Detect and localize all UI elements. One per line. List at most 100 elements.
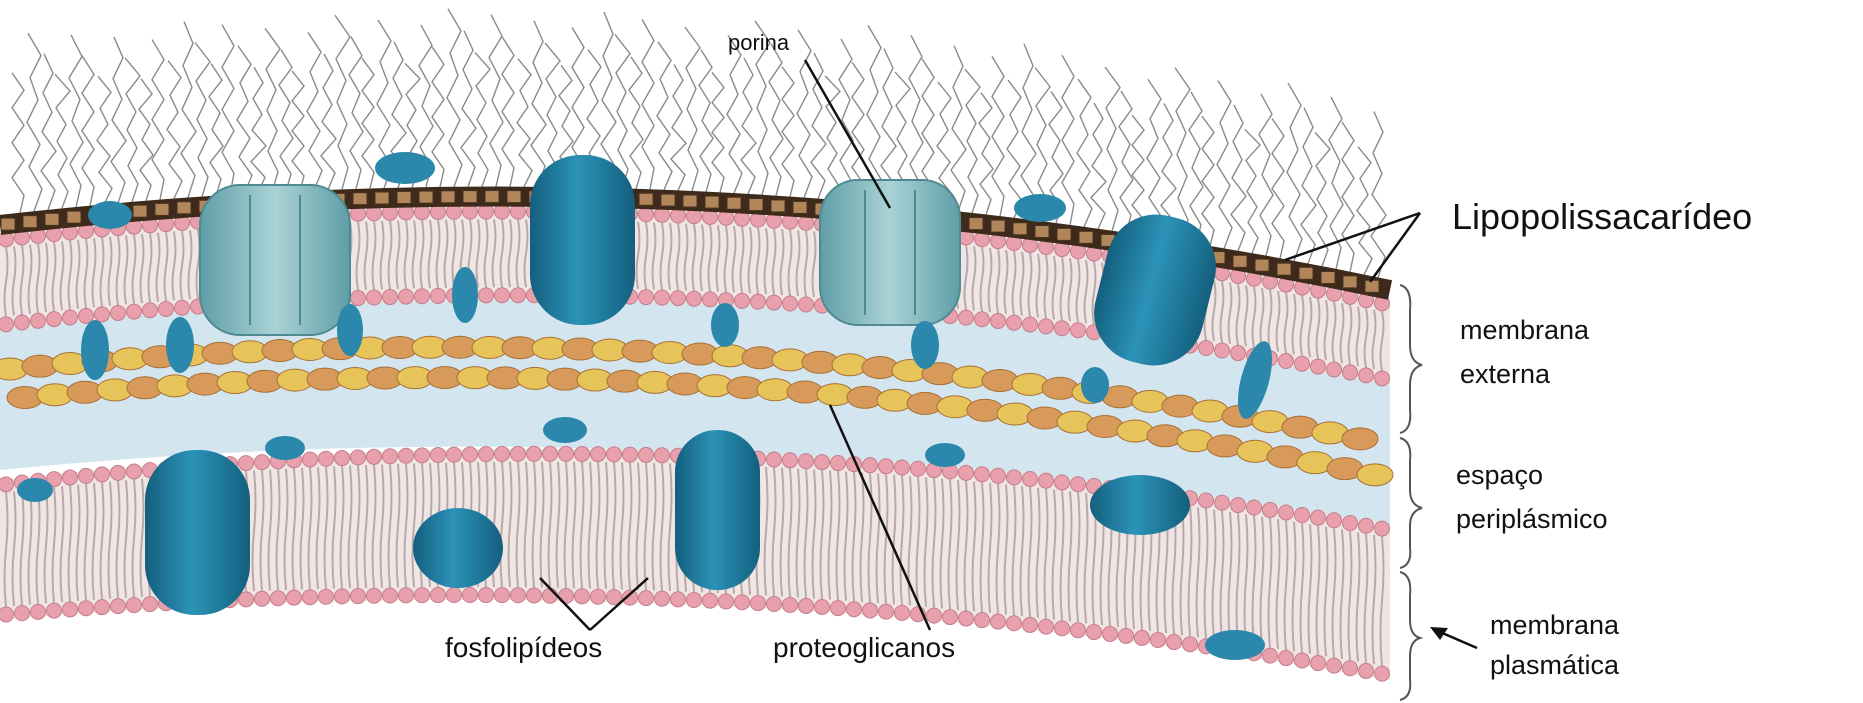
o-antigen-chain xyxy=(321,54,336,190)
phospholipid-head xyxy=(1103,626,1118,641)
o-antigen-chain xyxy=(12,73,24,213)
phospholipid-head xyxy=(511,446,526,461)
phospholipid-head xyxy=(47,312,62,327)
lps-core-unit xyxy=(969,218,983,230)
phospholipid-head xyxy=(255,591,270,606)
phospholipid-head xyxy=(303,452,318,467)
phospholipid-head xyxy=(735,293,750,308)
phospholipid-head xyxy=(47,603,62,618)
phospholipid-head xyxy=(1343,365,1358,380)
o-antigen-chain xyxy=(727,35,742,193)
lps-core-unit xyxy=(1,218,15,230)
phospholipid-head xyxy=(591,447,606,462)
phospholipid-head xyxy=(383,449,398,464)
phospholipid-head xyxy=(1311,510,1326,525)
o-antigen-chain xyxy=(139,79,153,201)
phospholipid-head xyxy=(463,588,478,603)
phospholipid-head xyxy=(1375,521,1390,536)
o-antigen-chain xyxy=(965,69,980,213)
o-antigen-chain xyxy=(1301,108,1316,264)
lipoprotein-2 xyxy=(166,317,194,373)
periplasmic-protein-1 xyxy=(543,417,587,443)
phospholipid-head xyxy=(703,593,718,608)
phospholipid-head xyxy=(959,465,974,480)
phospholipid-head xyxy=(895,605,910,620)
phospholipid-head xyxy=(63,602,78,617)
phospholipid-head xyxy=(79,601,94,616)
phospholipid-head xyxy=(847,602,862,617)
phospholipid-head xyxy=(1183,637,1198,652)
peptidoglycan-unit xyxy=(1342,428,1378,450)
phospholipid-head xyxy=(735,595,750,610)
peptidoglycan-unit xyxy=(1357,464,1393,486)
phospholipid-head xyxy=(1327,658,1342,673)
o-antigen-chain xyxy=(1231,105,1246,251)
o-antigen-chain xyxy=(1021,44,1036,220)
o-antigen-chain xyxy=(447,9,462,187)
lps-core-unit xyxy=(1343,276,1357,288)
phospholipid-head xyxy=(863,458,878,473)
o-antigen-chain xyxy=(181,21,196,197)
o-antigen-chain xyxy=(335,15,350,189)
lps-core-unit xyxy=(1057,228,1071,240)
phospholipid-head xyxy=(159,301,174,316)
plasma-protein-3 xyxy=(675,430,760,590)
surface-protein-3 xyxy=(1014,194,1066,222)
lps-core-unit xyxy=(1035,225,1049,237)
o-antigen-chain xyxy=(839,39,853,201)
lps-core-unit xyxy=(485,191,499,203)
phospholipid-head xyxy=(431,447,446,462)
braces xyxy=(1400,285,1422,700)
plasma-protein-4 xyxy=(1090,475,1190,535)
o-antigen-chain xyxy=(55,74,70,208)
o-antigen-chain xyxy=(1245,129,1260,253)
phospholipid-head xyxy=(239,456,254,471)
o-antigen-chain xyxy=(1007,80,1022,218)
phospholipid-head xyxy=(959,611,974,626)
o-antigen-chain xyxy=(307,32,322,190)
lps-core-unit xyxy=(67,211,81,223)
phospholipid-head xyxy=(1311,359,1326,374)
phospholipid-head xyxy=(639,447,654,462)
phospholipid-head xyxy=(1007,616,1022,631)
phospholipid-head xyxy=(351,450,366,465)
phospholipid-head xyxy=(1199,493,1214,508)
o-antigen-chain xyxy=(629,57,643,189)
phospholipid-head xyxy=(639,290,654,305)
o-antigen-chain xyxy=(292,71,304,191)
phospholipid-head xyxy=(495,446,510,461)
lipoprotein-8 xyxy=(1081,367,1109,403)
phospholipid-head xyxy=(1359,663,1374,678)
phospholipid-head xyxy=(0,317,14,332)
phospholipid-head xyxy=(527,446,542,461)
surface-protein-1 xyxy=(375,152,435,184)
phospholipid-head xyxy=(127,598,142,613)
o-antigen-chain xyxy=(82,56,94,206)
o-antigen-chain xyxy=(699,50,713,192)
o-antigen-chain xyxy=(615,34,630,188)
o-antigen-chain xyxy=(461,31,476,187)
o-antigen-chain xyxy=(1259,94,1273,256)
lps-leader-2 xyxy=(1370,213,1420,282)
brace-membrana-externa xyxy=(1400,285,1422,433)
phospholipid-head xyxy=(719,594,734,609)
phospholipid-head xyxy=(15,606,30,621)
lps-core-unit xyxy=(793,201,807,213)
o-antigen-chain xyxy=(265,28,280,192)
phospholipid-head xyxy=(111,305,126,320)
phospholipid-head xyxy=(15,315,30,330)
label-membrana-externa: membrana externa xyxy=(1460,308,1589,396)
phospholipid-head xyxy=(399,289,414,304)
lps-core-unit xyxy=(991,220,1005,232)
o-antigen-chain xyxy=(125,58,140,202)
lps-core-unit xyxy=(507,191,521,203)
phospholipid-head xyxy=(639,591,654,606)
phospholipid-head xyxy=(1055,321,1070,336)
lps-core-unit xyxy=(1321,272,1335,284)
phospholipid-head xyxy=(255,455,270,470)
periplasmic-protein-3 xyxy=(925,443,965,467)
phospholipid-head xyxy=(0,477,14,492)
phospholipid-head xyxy=(95,600,110,615)
phospholipid-head xyxy=(1375,371,1390,386)
o-antigen-chain xyxy=(362,58,374,188)
